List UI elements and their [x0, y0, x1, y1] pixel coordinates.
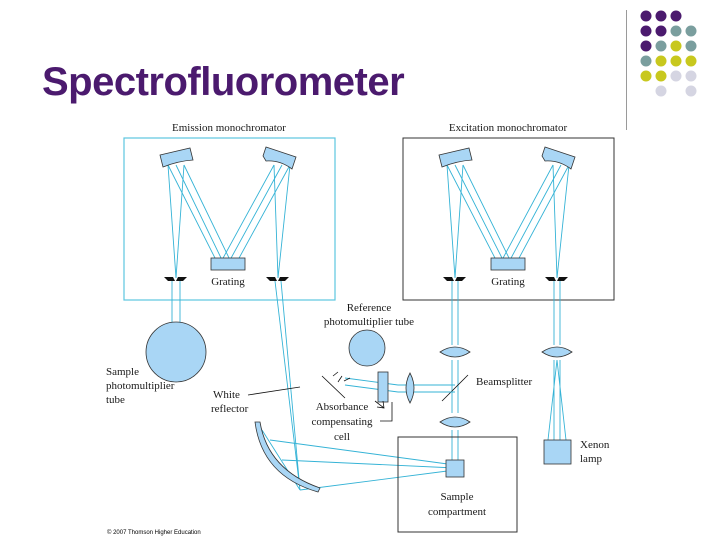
decorative-dot [655, 10, 667, 22]
emission-monochromator-label: Emission monochromator [172, 122, 286, 134]
copyright-notice: © 2007 Thomson Higher Education [107, 530, 201, 536]
decorative-dot [685, 55, 697, 67]
excitation-mirror-left [438, 147, 473, 168]
reference-beams [344, 377, 455, 393]
reflector-beams [261, 280, 456, 491]
slide-title: Spectrofluorometer [42, 60, 405, 104]
lens-lower [439, 416, 471, 428]
emission-monochromator-box [123, 137, 336, 301]
absorbance-compensating-cell [377, 371, 389, 403]
decorative-dot-grid [640, 10, 697, 97]
emission-mirror-right [262, 146, 297, 170]
reference-pmt-label-2: photomultiplier tube [324, 316, 414, 328]
excitation-grating-label: Grating [491, 276, 525, 288]
decorative-dot [685, 85, 697, 97]
sample-pmt-label-1: Sample [106, 366, 139, 378]
decorative-dot [640, 40, 652, 52]
decorative-dot [655, 55, 667, 67]
sample-cell [445, 459, 465, 478]
reference-photomultiplier-tube [348, 329, 386, 367]
decorative-dot [640, 55, 652, 67]
excitation-beams [446, 164, 570, 279]
reference-mirror [321, 375, 346, 399]
reference-starburst [332, 371, 351, 383]
decorative-dot [640, 70, 652, 82]
white-reflector-label-2: reflector [211, 403, 249, 415]
decorative-dot [685, 25, 697, 37]
decorative-dot [655, 70, 667, 82]
emission-grating [210, 257, 246, 271]
decorative-dot [670, 10, 682, 22]
lens-lamp [541, 346, 573, 358]
lamp-beams [547, 281, 567, 441]
excitation-slit-left [443, 277, 466, 281]
beamsplitter [441, 374, 469, 402]
white-reflector [254, 421, 321, 493]
sample-compartment-label-2: compartment [428, 506, 486, 518]
absorbance-label-1: Absorbance [316, 401, 369, 413]
decorative-dot [655, 40, 667, 52]
beamsplitter-label: Beamsplitter [476, 376, 533, 388]
reference-pmt-label-1: Reference [347, 302, 392, 314]
lens-reference [405, 372, 415, 404]
absorbance-label-3: cell [334, 431, 350, 443]
xenon-lamp-label-2: lamp [580, 453, 602, 465]
excitation-slit-right [545, 277, 568, 281]
white-reflector-pointer [247, 386, 301, 396]
divider-line [626, 10, 627, 130]
white-reflector-label-1: White [213, 389, 240, 401]
decorative-dot [640, 10, 652, 22]
excitation-mirror-right [541, 146, 576, 170]
decorative-dot [685, 40, 697, 52]
xenon-lamp-label-1: Xenon [580, 439, 610, 451]
excitation-monochromator-label: Excitation monochromator [449, 122, 568, 134]
sample-compartment-label-1: Sample [441, 491, 474, 503]
sample-pmt-label-3: tube [106, 394, 125, 406]
emission-slit-left [164, 277, 187, 281]
decorative-dot [655, 25, 667, 37]
lens-upper [439, 346, 471, 358]
decorative-dot [685, 70, 697, 82]
excitation-monochromator-box [402, 137, 615, 301]
absorbance-arrow [374, 400, 385, 409]
sample-pmt-label-2: photomultiplier [106, 380, 175, 392]
decorative-dot [670, 40, 682, 52]
excitation-output-beams [451, 281, 459, 462]
decorative-dot [640, 25, 652, 37]
absorbance-pointer [380, 402, 393, 422]
sample-photomultiplier-tube [145, 321, 207, 383]
emission-grating-label: Grating [211, 276, 245, 288]
absorbance-label-2: compensating [311, 416, 373, 428]
emission-slit-right [266, 277, 289, 281]
decorative-dot [670, 70, 682, 82]
decorative-dot [670, 25, 682, 37]
emission-beams [167, 164, 291, 279]
emission-mirror-left [159, 147, 194, 168]
sample-compartment-box [397, 436, 518, 533]
excitation-grating [490, 257, 526, 271]
sample-pmt-beam [171, 281, 181, 322]
decorative-dot [655, 85, 667, 97]
decorative-dot [670, 55, 682, 67]
xenon-lamp [543, 439, 572, 465]
